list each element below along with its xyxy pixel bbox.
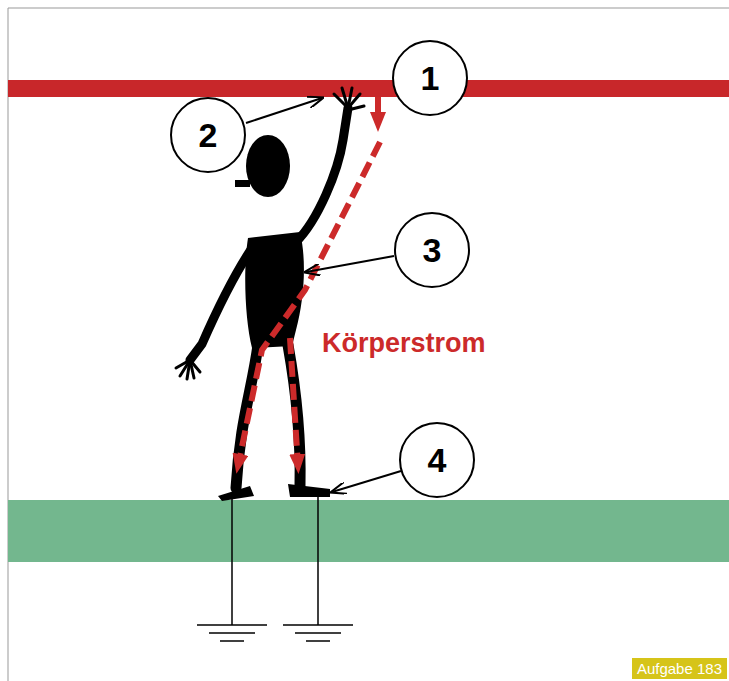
frame-line xyxy=(8,8,9,681)
callout-circle: 1 xyxy=(392,40,468,116)
callout-number: 3 xyxy=(423,233,442,267)
task-tag: Aufgabe 183 xyxy=(632,658,727,679)
task-number: Aufgabe 183 xyxy=(637,661,722,676)
person-figure xyxy=(176,88,364,501)
callout-circle: 2 xyxy=(170,97,246,173)
current-label: Körperstrom xyxy=(322,328,486,359)
frame-line xyxy=(8,8,729,9)
callout-circle: 3 xyxy=(394,212,470,288)
ground-floor xyxy=(8,500,729,562)
callout-number: 4 xyxy=(428,443,447,477)
callout-number: 1 xyxy=(421,61,440,95)
body-current-arrows xyxy=(238,97,380,466)
callout-number: 2 xyxy=(199,118,218,152)
ground-wires xyxy=(197,496,353,641)
callout-circle: 4 xyxy=(399,422,475,498)
leader-lines xyxy=(246,98,401,492)
live-conductor xyxy=(8,80,729,97)
